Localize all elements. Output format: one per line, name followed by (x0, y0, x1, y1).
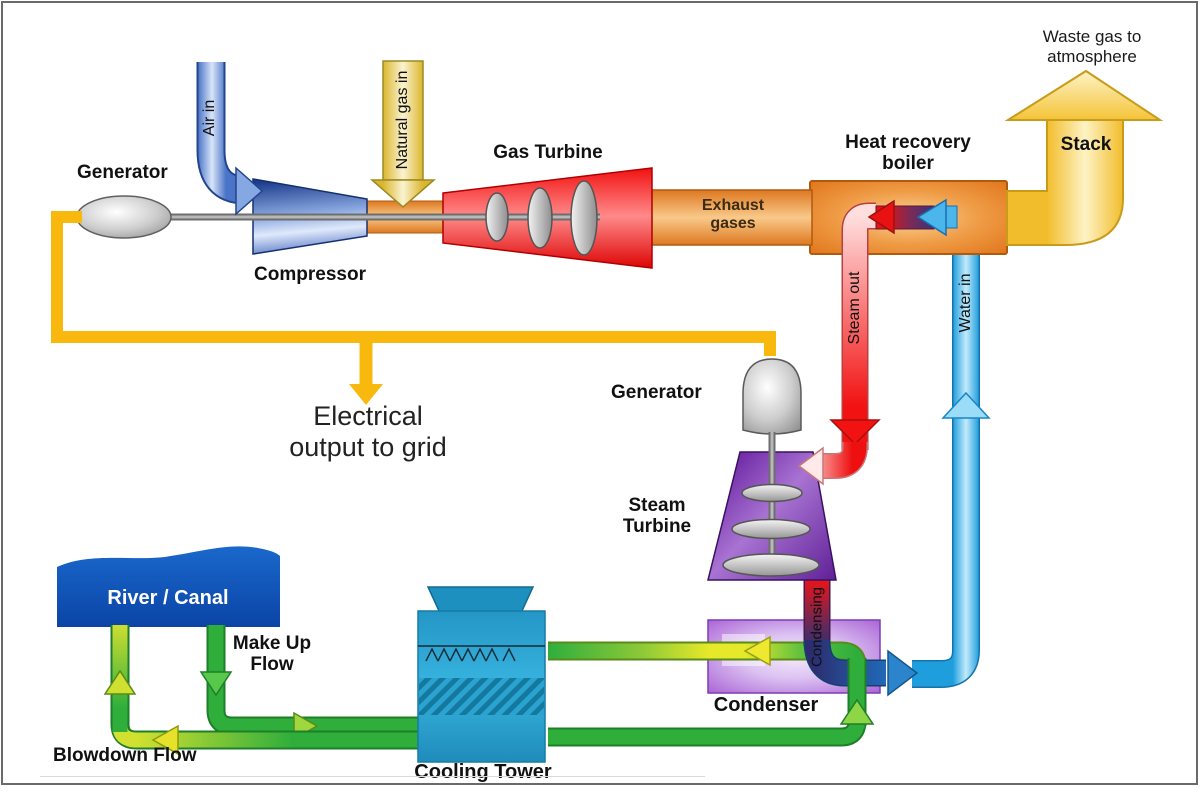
blowdown-left-arrow (151, 724, 179, 756)
label-generator-left: Generator (77, 162, 168, 183)
electrical-branch-arrow (349, 384, 383, 405)
air-inlet-arrow (235, 166, 264, 216)
water-arrow-boiler-head (916, 198, 947, 237)
makeup-pipe (208, 625, 420, 734)
label-condenser: Condenser (713, 694, 819, 716)
steam-arrow-boiler-head (867, 199, 895, 235)
warm-water-arrow (743, 635, 771, 667)
turbine-disc-3 (570, 180, 598, 256)
label-stack: Stack (1060, 134, 1112, 155)
label-generator-2: Generator (611, 382, 702, 403)
makeup-down-arrow (199, 671, 233, 697)
steam-arm (821, 442, 867, 478)
label-heat-recovery-boiler: Heat recovery boiler (845, 132, 971, 174)
label-river-canal: River / Canal (107, 587, 229, 609)
turbine-disc-2 (527, 187, 553, 249)
gas-inlet-arrowhead (369, 179, 437, 208)
label-blowdown-flow: Blowdown Flow (53, 745, 197, 766)
water-up-arrow (941, 391, 991, 419)
label-cooling-tower: Cooling Tower (414, 761, 552, 783)
label-steam-turbine: Steam Turbine (622, 495, 692, 537)
label-compressor: Compressor (254, 264, 366, 285)
steam-into-turbine-arrow (797, 446, 824, 486)
blowdown-up-arrow (103, 669, 137, 695)
condensate-right-arrow (887, 649, 919, 697)
steam-generator-dome (742, 358, 802, 435)
steam-disc-1 (741, 483, 803, 503)
tower-fill-hatch-band (419, 678, 544, 715)
diagram-frame (1, 1, 1198, 785)
spray-nozzles (425, 647, 516, 662)
riser-up-arrow (839, 698, 875, 725)
label-exhaust-gases: Exhaust gases (701, 197, 765, 232)
exhaust-duct (649, 189, 813, 246)
steam-disc-2 (731, 518, 811, 540)
electrical-wire (51, 211, 776, 356)
condensate-elbow (805, 639, 886, 685)
label-waste-gas: Waste gas to atmosphere (1042, 27, 1142, 66)
baseline-divider (40, 776, 705, 777)
label-make-up-flow: Make Up Flow (232, 633, 312, 675)
turbine-disc-1 (485, 192, 509, 242)
stack-arrowhead (1004, 69, 1164, 121)
label-electrical-output: Electrical output to grid (289, 401, 447, 462)
label-gas-turbine: Gas Turbine (493, 142, 603, 163)
gas-inlet-pipe (382, 60, 424, 181)
steam-out-pipe (843, 204, 876, 450)
river-shape (57, 546, 280, 627)
steam-disc-3 (722, 553, 820, 577)
steam-down-arrow (829, 419, 881, 446)
